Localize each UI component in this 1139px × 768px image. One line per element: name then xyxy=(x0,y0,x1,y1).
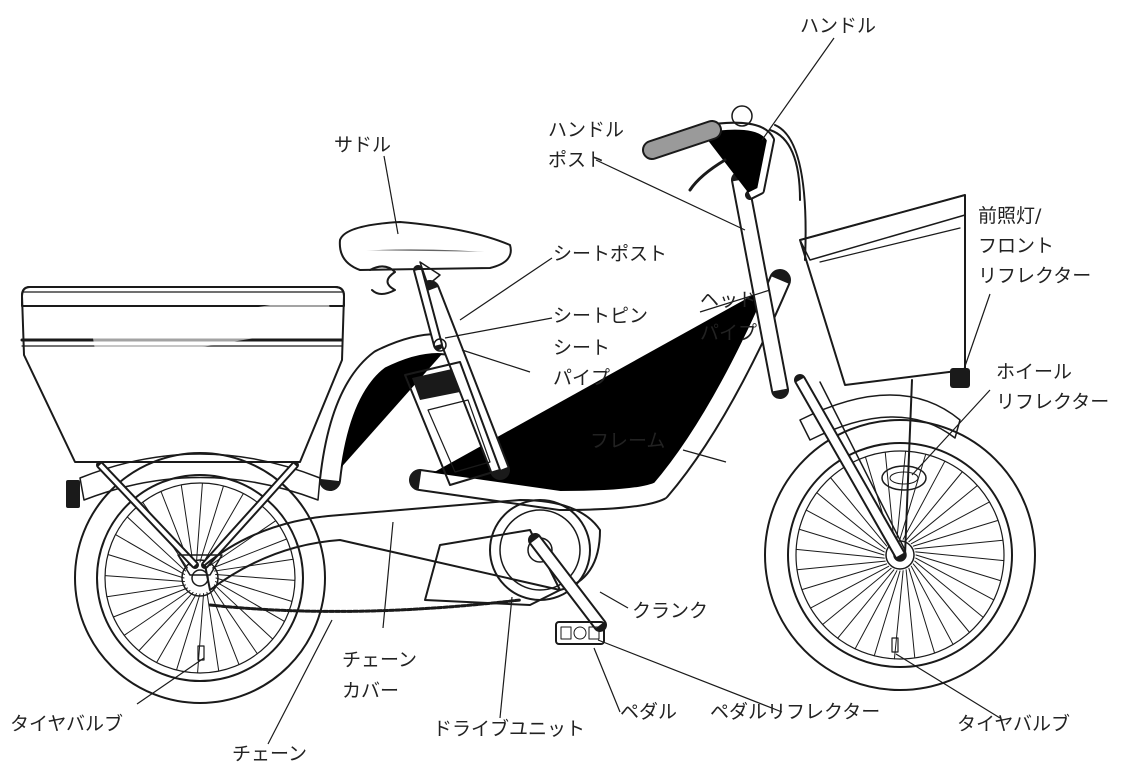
label-crank: クランク xyxy=(632,600,708,622)
label-pedal: ペダル xyxy=(620,701,677,723)
spoke xyxy=(212,538,288,569)
wheel-reflector xyxy=(881,465,927,491)
part-labels: ハンドル ハンドル ポスト サドル シートポスト シートピン シート パイプ ヘ… xyxy=(10,15,1109,765)
crank-arm xyxy=(528,533,607,632)
spoke xyxy=(215,577,293,603)
spoke xyxy=(209,590,240,666)
label-seat-pipe-line1: シート xyxy=(553,337,610,359)
spoke xyxy=(801,563,888,591)
headlight xyxy=(950,368,970,388)
spoke xyxy=(106,584,187,598)
drive-unit xyxy=(424,529,561,606)
spoke xyxy=(215,581,286,622)
label-chain-cover-line2: カバー xyxy=(342,680,399,702)
spoke xyxy=(180,484,194,565)
front-fork xyxy=(794,374,913,561)
battery xyxy=(404,361,501,486)
spoke xyxy=(175,593,201,671)
spoke xyxy=(905,471,963,541)
label-wheel-reflector-line1: ホイール xyxy=(996,361,1072,383)
spoke xyxy=(822,567,892,625)
label-chain: チェーン xyxy=(232,743,307,764)
label-handle-post-line2: ポスト xyxy=(548,149,605,171)
spoke xyxy=(912,519,999,547)
spoke xyxy=(798,528,885,556)
label-headlight-line2: フロント xyxy=(978,235,1054,257)
spoke xyxy=(114,534,185,575)
label-frame: フレーム xyxy=(590,430,665,452)
label-seat-pipe-line2: パイプ xyxy=(553,367,610,389)
spoke xyxy=(914,560,984,618)
front-basket xyxy=(799,194,966,386)
leader-lines xyxy=(136,37,1001,745)
spoke xyxy=(156,593,197,664)
handlebar xyxy=(642,105,807,261)
spoke xyxy=(816,492,886,550)
label-handle-post-line1: ハンドル xyxy=(548,119,624,141)
spoke xyxy=(837,569,895,639)
label-wheel-reflector-line2: リフレクター xyxy=(996,391,1109,413)
label-chain-cover-line1: チェーン xyxy=(342,649,417,671)
spoke xyxy=(854,570,898,650)
seat-post xyxy=(413,265,447,352)
spoke xyxy=(912,563,970,633)
spoke xyxy=(899,453,927,540)
spoke xyxy=(213,584,274,640)
front-tire-valve xyxy=(891,637,899,653)
spoke xyxy=(795,548,885,559)
spoke xyxy=(213,558,294,572)
spoke xyxy=(915,551,1005,562)
spoke xyxy=(123,590,191,636)
spoke xyxy=(138,591,194,652)
spoke xyxy=(915,557,995,601)
spoke xyxy=(203,492,244,563)
spoke xyxy=(910,565,954,645)
label-head-pipe-line2: パイプ xyxy=(700,322,757,344)
spoke xyxy=(104,575,185,583)
front-wheel xyxy=(764,394,1036,691)
label-tire-valve-front: タイヤバルブ xyxy=(957,712,1070,735)
spoke xyxy=(902,460,946,540)
label-saddle: サドル xyxy=(334,134,391,156)
spoke xyxy=(830,477,888,547)
spoke xyxy=(107,553,185,579)
label-tire-valve-rear: タイヤバルブ xyxy=(10,712,123,735)
label-headlight-line1: 前照灯/ xyxy=(978,205,1042,227)
spoke xyxy=(908,567,936,654)
label-handle: ハンドル xyxy=(800,15,876,37)
label-seat-pin: シートピン xyxy=(553,305,648,327)
spoke xyxy=(905,569,916,659)
spoke xyxy=(199,485,225,563)
spoke xyxy=(914,539,1004,550)
spoke xyxy=(195,482,203,563)
spoke xyxy=(893,570,904,660)
rear-basket-stays xyxy=(96,461,299,576)
head-pipe xyxy=(731,171,789,399)
saddle xyxy=(338,221,512,271)
spoke xyxy=(112,587,188,618)
rear-basket xyxy=(20,286,345,463)
spoke xyxy=(796,560,886,571)
label-head-pipe-line1: ヘッド xyxy=(700,289,757,311)
spoke xyxy=(810,565,890,609)
chain xyxy=(208,598,522,613)
label-drive-unit: ドライブユニット xyxy=(433,717,585,740)
label-seat-post: シートポスト xyxy=(553,243,667,265)
chainring xyxy=(489,499,591,601)
spoke xyxy=(873,570,901,657)
label-pedal-reflector: ペダルリフレクター xyxy=(710,701,880,723)
spoke xyxy=(215,573,296,581)
label-headlight-line3: リフレクター xyxy=(978,265,1091,287)
chain-cover xyxy=(204,499,601,591)
spoke xyxy=(805,509,885,553)
spoke xyxy=(212,587,258,655)
spoke xyxy=(908,485,978,543)
spoke xyxy=(126,516,187,572)
pedal xyxy=(555,621,605,645)
spoke xyxy=(910,501,990,545)
spoke xyxy=(915,554,1002,582)
rear-wheel xyxy=(66,452,326,704)
